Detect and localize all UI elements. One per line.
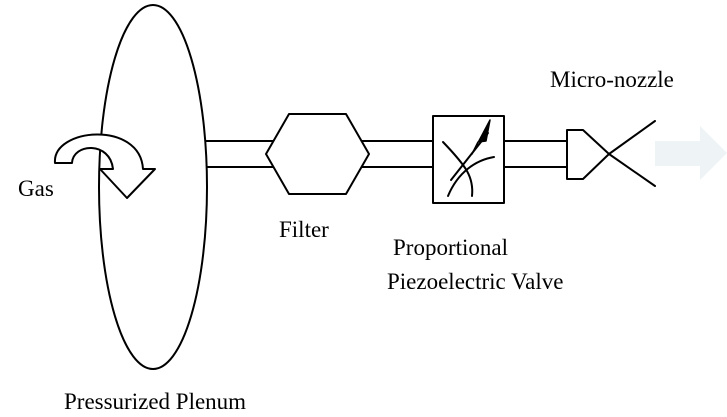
filter-hexagon — [265, 113, 370, 195]
filter-label: Filter — [279, 217, 329, 242]
pipe-valve-to-nozzle — [502, 140, 568, 168]
valve-label-line-2: Piezoelectric Valve — [387, 269, 563, 294]
gas-label: Gas — [18, 176, 54, 201]
valve-arrowhead — [471, 119, 491, 155]
pipe-filter-to-valve — [359, 140, 433, 168]
curved-arrow-icon — [53, 133, 156, 199]
valve-label-line-1: Proportional — [393, 235, 508, 260]
pressurized-plenum-tank — [98, 4, 208, 370]
outflow-arrow-icon — [655, 126, 727, 180]
pressurized-plenum-label: Pressurized Plenum — [64, 389, 246, 414]
micro-nozzle-label: Micro-nozzle — [550, 67, 674, 92]
pipe-plenum-to-filter — [204, 140, 277, 168]
variable-valve-icon — [432, 115, 505, 204]
micro-nozzle — [566, 120, 656, 187]
